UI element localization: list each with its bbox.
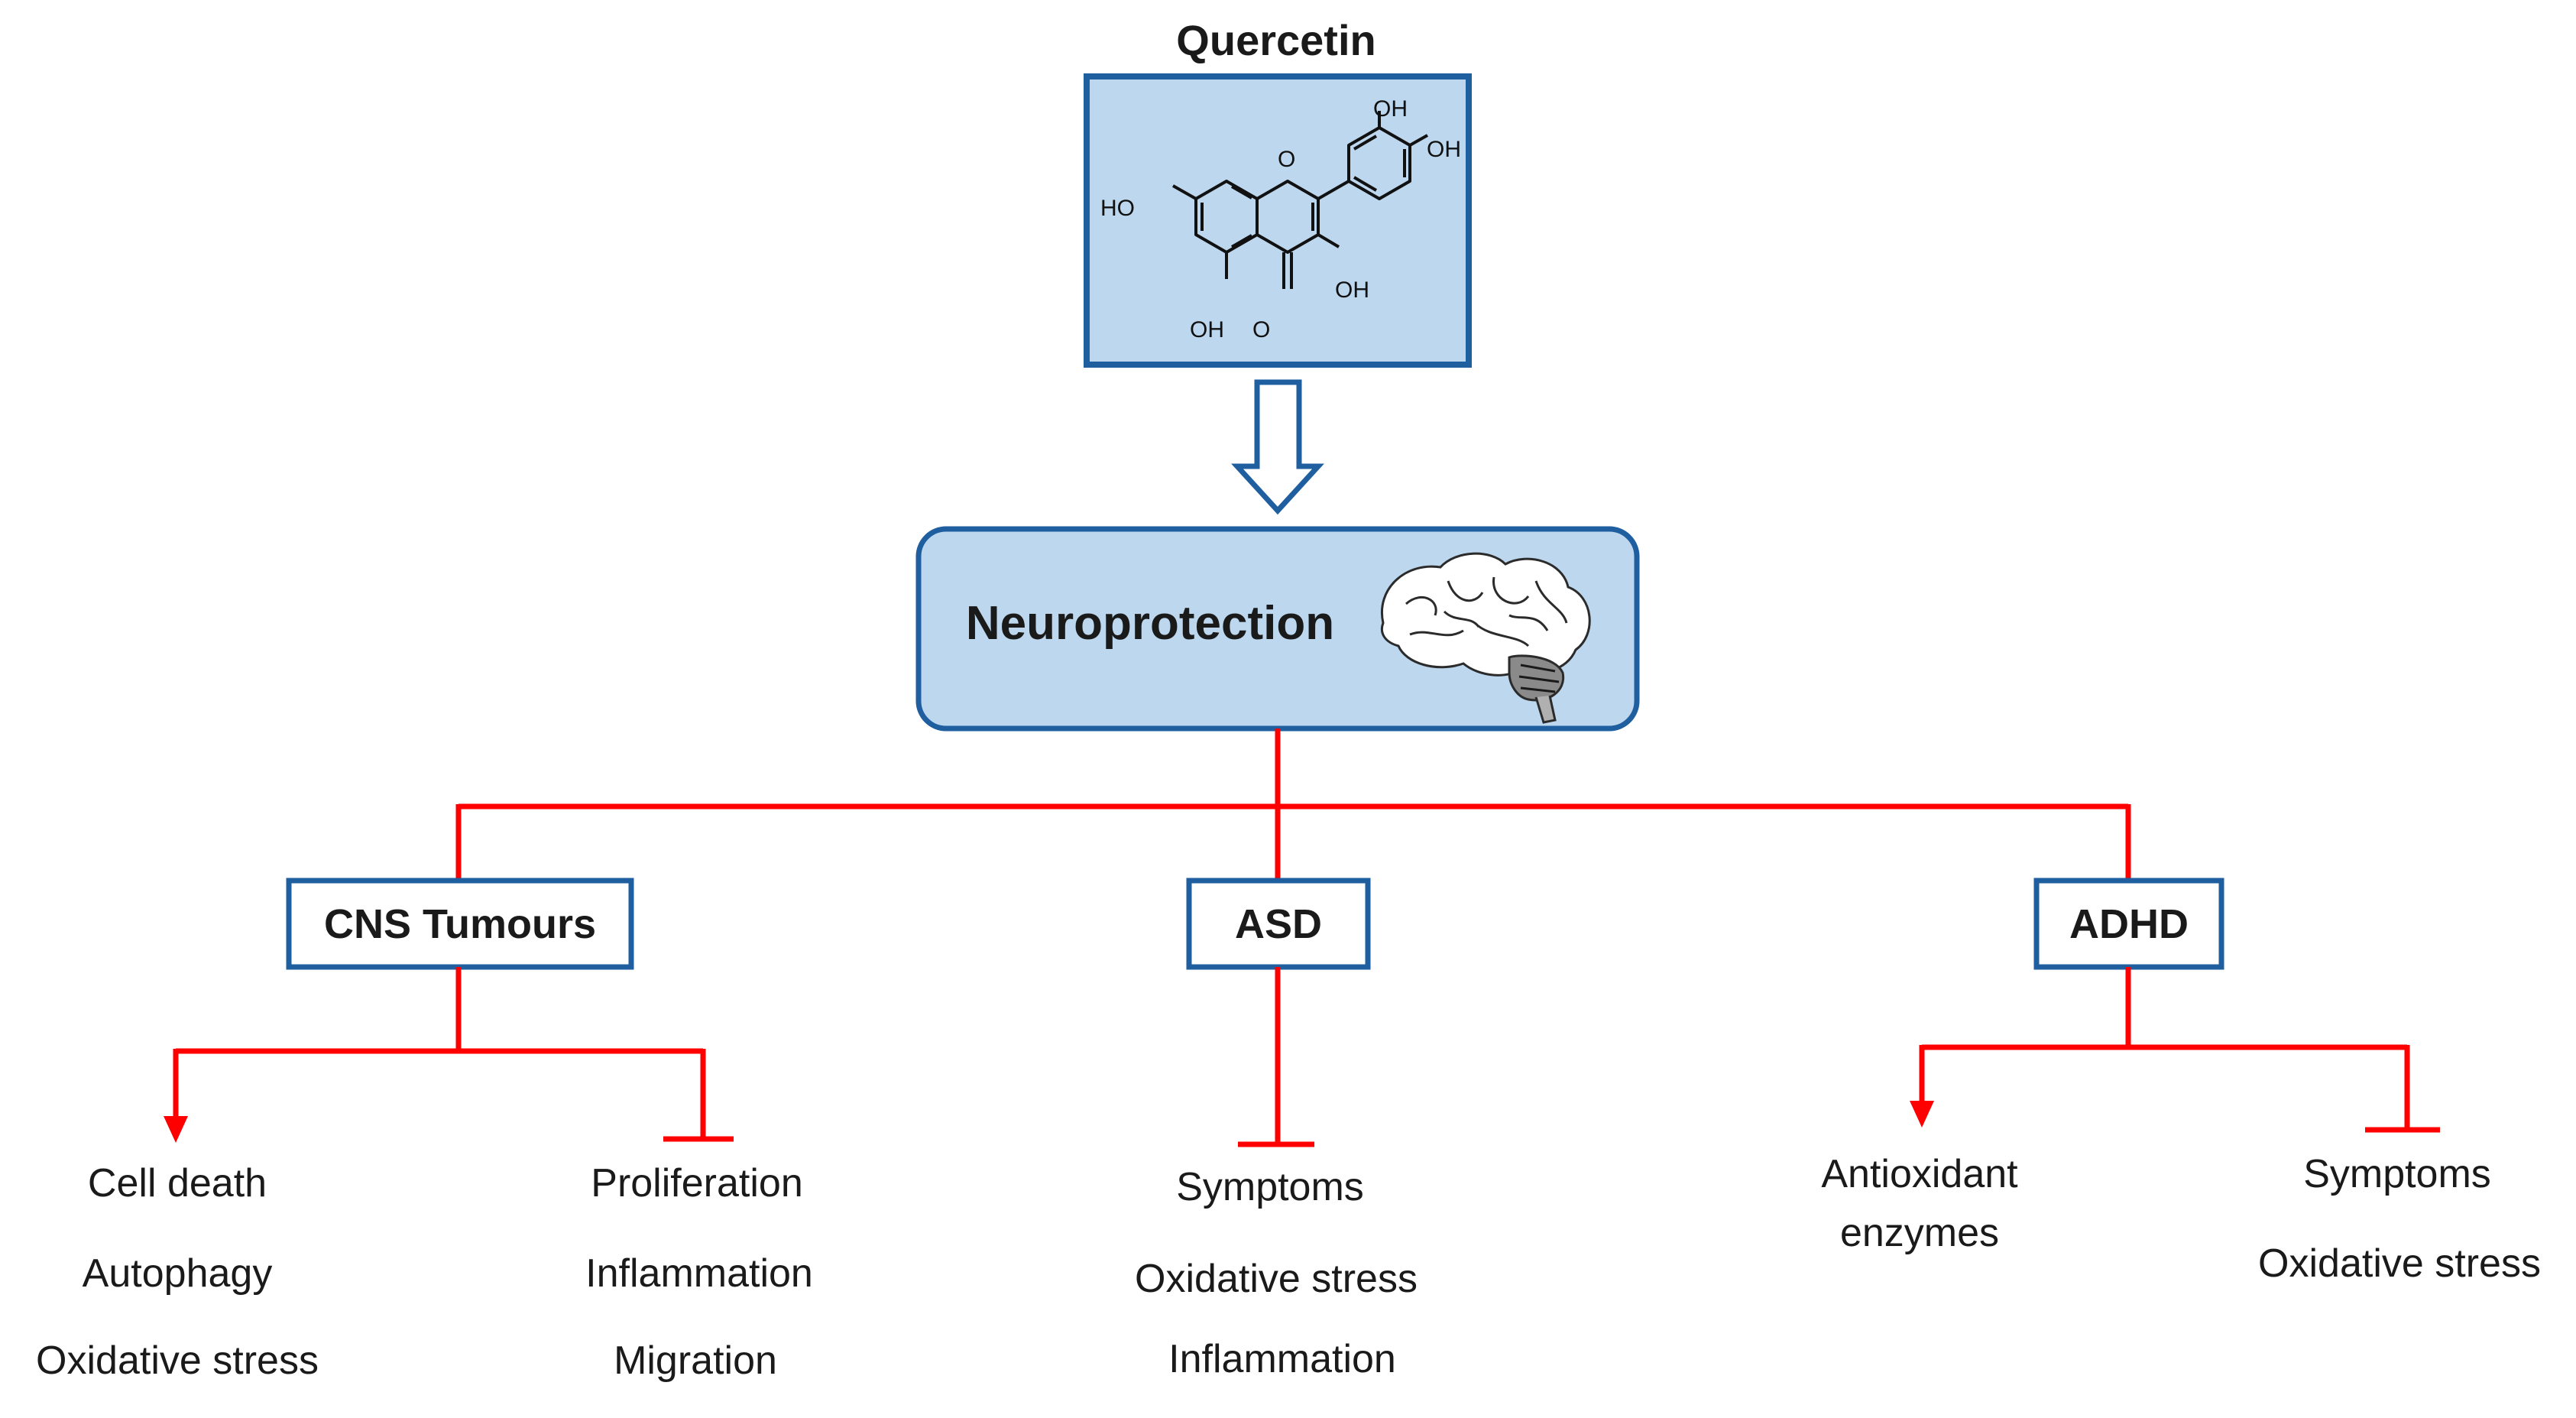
effect-proliferation: Proliferation <box>591 1161 802 1205</box>
cns-tumours-box <box>286 878 634 970</box>
down-arrow-icon <box>1231 379 1324 515</box>
quercetin-title: Quercetin <box>1176 16 1375 64</box>
molecule-oh-label: OH <box>1373 96 1408 122</box>
effect-antioxidant: Antioxidant <box>1821 1152 2018 1196</box>
adhd-effect-lines <box>1919 967 2440 1133</box>
molecule-ho-label: HO <box>1100 196 1135 221</box>
molecule-oh-label: OH <box>1190 317 1224 342</box>
quercetin-structure <box>1172 111 1428 289</box>
adhd-label: ADHD <box>2069 901 2189 947</box>
effect-oxidative-stress: Oxidative stress <box>2258 1241 2541 1286</box>
molecule-oh-label: OH <box>1427 137 1461 162</box>
connector-lines <box>455 728 2131 881</box>
promotes-arrowhead-icon <box>1910 1101 1934 1128</box>
effect-enzymes: enzymes <box>1840 1211 1999 1255</box>
effect-oxidative-stress: Oxidative stress <box>1135 1257 1418 1301</box>
cns-effect-lines <box>173 967 734 1142</box>
effect-inflammation: Inflammation <box>585 1251 813 1296</box>
effect-migration: Migration <box>614 1339 777 1383</box>
molecule-ring-o-label: O <box>1278 147 1295 172</box>
effect-symptoms: Symptoms <box>1176 1165 1364 1209</box>
cns-tumours-label: CNS Tumours <box>324 901 596 947</box>
effect-oxidative-stress: Oxidative stress <box>36 1339 319 1383</box>
asd-effect-lines <box>1238 967 1314 1147</box>
effect-symptoms: Symptoms <box>2303 1152 2491 1196</box>
molecule-oh-label: OH <box>1335 277 1369 303</box>
molecule-carbonyl-o-label: O <box>1252 317 1270 342</box>
neuroprotection-label: Neuroprotection <box>966 597 1334 650</box>
promotes-arrowhead-icon <box>164 1116 188 1143</box>
effect-cell-death: Cell death <box>88 1161 267 1205</box>
effect-inflammation: Inflammation <box>1168 1337 1396 1381</box>
brain-icon <box>1380 552 1591 724</box>
asd-box <box>1186 878 1371 970</box>
asd-label: ASD <box>1235 901 1322 947</box>
effect-autophagy: Autophagy <box>83 1251 273 1296</box>
molecule-box <box>1084 73 1472 368</box>
